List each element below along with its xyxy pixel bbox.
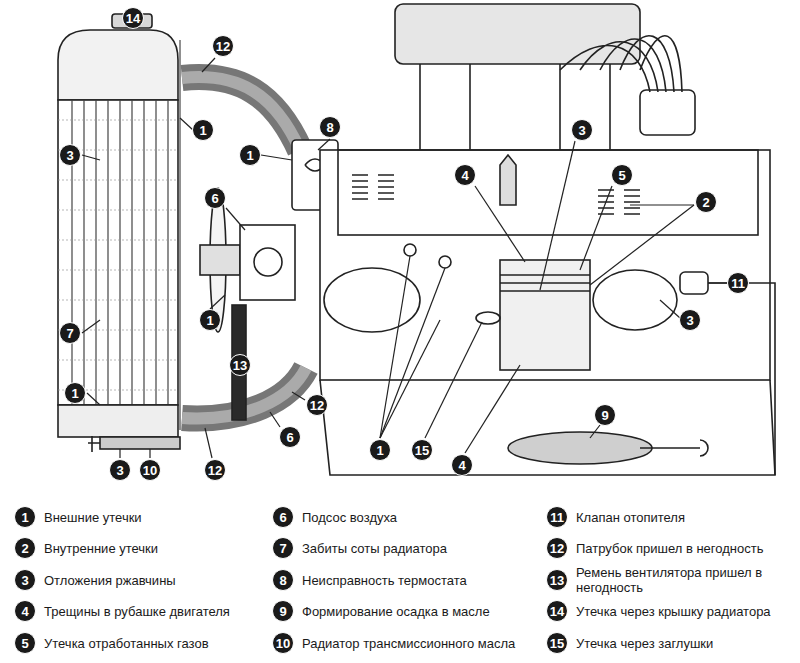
water-pump (240, 225, 295, 300)
freeze-plug (439, 256, 451, 268)
engine-block (320, 150, 770, 380)
leader-lines (82, 58, 727, 458)
legend-number: 13 (546, 569, 568, 591)
legend-text: Радиатор трансмиссионного масла (302, 636, 524, 651)
oil-pan (320, 380, 775, 475)
radiator-tubes (72, 100, 168, 405)
callout-number: 5 (611, 164, 633, 186)
radiator-tank (58, 30, 178, 100)
callout-number: 12 (204, 459, 226, 481)
valve-springs (352, 175, 640, 214)
legend-text: Забиты соты радиатора (302, 541, 524, 556)
radiator-bottom-tank (58, 405, 178, 437)
callout-number: 1 (199, 309, 221, 331)
legend-text: Утечка через заглушки (576, 636, 800, 651)
callout-number: 2 (695, 191, 717, 213)
callout-number: 12 (306, 394, 328, 416)
radiator-fins (58, 120, 178, 390)
spark-plug (500, 155, 516, 205)
legend-text: Внутренние утечки (44, 541, 264, 556)
callout-number: 1 (239, 144, 261, 166)
callout-number: 3 (109, 459, 131, 481)
air-cleaner (395, 4, 640, 64)
intake-runners (420, 64, 610, 150)
upper-hose (182, 77, 300, 150)
cylinder (324, 268, 420, 332)
callout-number: 14 (122, 7, 144, 29)
callout-number: 7 (59, 322, 81, 344)
radiator-core (58, 100, 178, 405)
callout-number: 15 (411, 439, 433, 461)
callout-number: 4 (451, 454, 473, 476)
legend-text: Клапан отопителя (576, 510, 800, 525)
callout-number: 13 (229, 354, 251, 376)
legend-number: 2 (14, 537, 36, 559)
callout-number: 9 (594, 404, 616, 426)
legend-number: 6 (272, 506, 294, 528)
oil-sludge (508, 432, 652, 464)
legend-number: 12 (546, 537, 568, 559)
cylinder (593, 270, 677, 330)
legend-number: 14 (546, 600, 568, 622)
callout-number: 3 (59, 144, 81, 166)
callout-number: 1 (64, 382, 86, 404)
transmission-cooler (100, 437, 180, 449)
callout-number: 3 (571, 119, 593, 141)
callout-number: 6 (204, 187, 226, 209)
legend-text: Отложения ржавчины (44, 573, 264, 588)
fan-hub (200, 245, 240, 275)
legend-text: Трещины в рубашке двигателя (44, 604, 264, 619)
legend-number: 11 (546, 506, 568, 528)
legend-number: 8 (272, 569, 294, 591)
legend-text: Ремень вентилятора пришел в негодность (576, 565, 800, 595)
freeze-plug (404, 244, 416, 256)
legend-text: Патрубок пришел в негодность (576, 541, 800, 556)
callout-number: 12 (212, 35, 234, 57)
dipstick (640, 440, 708, 456)
legend-number: 10 (272, 632, 294, 654)
legend-text: Утечка отработанных газов (44, 636, 264, 651)
heater-line (708, 283, 775, 475)
piston (500, 260, 590, 370)
cylinder-head (338, 150, 758, 235)
legend-number: 9 (272, 600, 294, 622)
legend-text: Внешние утечки (44, 510, 264, 525)
callout-number: 4 (454, 164, 476, 186)
ignition-wires (560, 36, 682, 92)
legend-text: Утечка через крышку радиатора (576, 604, 800, 619)
legend-text: Подсос воздуха (302, 510, 524, 525)
callout-number: 6 (279, 426, 301, 448)
legend-number: 15 (546, 632, 568, 654)
radiator-side (180, 40, 181, 430)
drain-cock (88, 436, 100, 452)
callout-number: 1 (369, 439, 391, 461)
heater-valve (680, 272, 708, 294)
piston-rings (500, 275, 590, 291)
callout-number: 8 (319, 116, 341, 138)
callout-number: 1 (192, 119, 214, 141)
legend-number: 5 (14, 632, 36, 654)
upper-hose-shade (182, 77, 300, 150)
pump-pulley (254, 248, 282, 276)
legend-text: Формирование осадка в масле (302, 604, 524, 619)
callout-number: 11 (727, 272, 749, 294)
legend-number: 7 (272, 537, 294, 559)
legend-text: Неисправность термостата (302, 573, 524, 588)
freeze-plug (476, 312, 500, 324)
distributor (640, 90, 695, 135)
legend-number: 3 (14, 569, 36, 591)
legend-number: 1 (14, 506, 36, 528)
callout-number: 10 (139, 459, 161, 481)
callout-number: 3 (679, 309, 701, 331)
legend-number: 4 (14, 600, 36, 622)
